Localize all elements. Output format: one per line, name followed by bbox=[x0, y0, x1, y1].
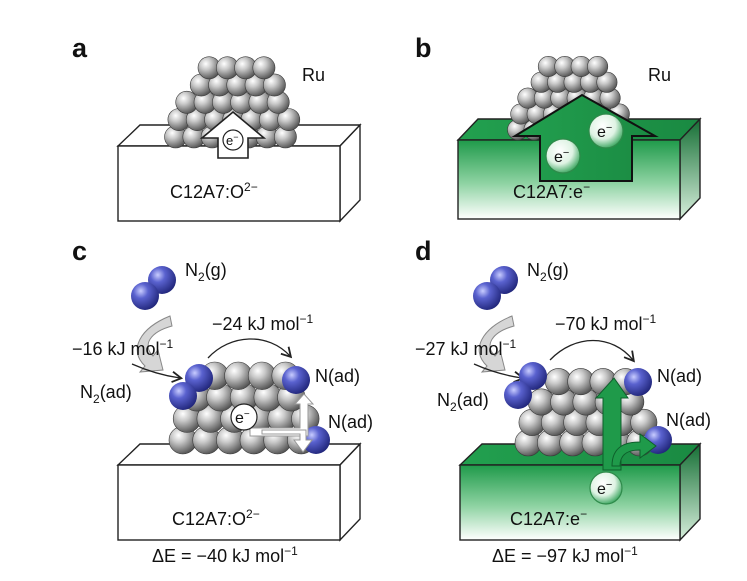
panel-a: a Ru e− C12A7:O2− bbox=[72, 33, 362, 223]
panel-d-gas-label: N2(g) bbox=[527, 260, 569, 284]
svg-text:e−: e− bbox=[226, 132, 239, 148]
panel-d-n2-gas-molecule bbox=[473, 266, 518, 310]
panel-c-dissociation-arrow bbox=[207, 338, 293, 359]
panel-d-ru-cluster bbox=[514, 368, 658, 457]
ru-atom bbox=[262, 73, 286, 97]
panel-d-dissociation-arrow bbox=[549, 340, 635, 363]
panel-d-letter: d bbox=[415, 236, 432, 266]
panel-d-support-label: C12A7:e− bbox=[510, 507, 587, 529]
panel-a-ru-label: Ru bbox=[302, 65, 325, 85]
panel-d-adsorption-pointer bbox=[473, 363, 526, 383]
panel-d-adsorbed-label: N2(ad) bbox=[437, 390, 489, 414]
panel-c-delta-energy: ΔE = −40 kJ mol−1 bbox=[152, 544, 298, 566]
panel-d-n-atom-1-label: N(ad) bbox=[657, 366, 702, 386]
panel-d-dissociation-energy: −70 kJ mol−1 bbox=[555, 312, 657, 334]
panel-d-adsorption-energy: −27 kJ mol−1 bbox=[415, 337, 517, 359]
svg-text:e−: e− bbox=[597, 479, 612, 498]
panel-b-ru-label: Ru bbox=[648, 65, 671, 85]
panel-d-n-atom-1 bbox=[624, 368, 652, 396]
panel-b-electron-2: e− bbox=[588, 113, 624, 149]
panel-d: d N2(g) −27 kJ mol−1 N2(ad) −70 kJ mol−1… bbox=[415, 236, 711, 566]
panel-c-n2-adsorbed-molecule bbox=[169, 364, 213, 410]
panel-b: b Ru e− e− C12A7:e− bbox=[415, 33, 702, 221]
panel-b-support-label: C12A7:e− bbox=[513, 180, 590, 202]
panel-c-electron-transfer: e− bbox=[230, 393, 315, 453]
panel-d-n2-adsorbed-molecule bbox=[504, 362, 547, 409]
panel-c-n-atom-1 bbox=[282, 366, 310, 394]
svg-text:e−: e− bbox=[597, 122, 612, 141]
panel-c-n-atom-2-label: N(ad) bbox=[328, 412, 373, 432]
panel-c-letter: c bbox=[72, 236, 87, 266]
panel-c-support-label: C12A7:O2− bbox=[172, 507, 260, 529]
panel-a-donation-arrow: e− bbox=[199, 110, 267, 159]
svg-text:e−: e− bbox=[235, 409, 250, 427]
panel-a-electron bbox=[222, 129, 244, 151]
panel-c: c N2(g) −16 kJ mol−1 N2(ad) −24 kJ mol−1… bbox=[72, 236, 373, 566]
panel-b-electron-1: e− bbox=[545, 138, 581, 174]
panel-c-dissociation-energy: −24 kJ mol−1 bbox=[212, 312, 314, 334]
panel-c-n-atom-2 bbox=[302, 426, 330, 454]
panel-c-n2-gas-molecule bbox=[131, 266, 176, 310]
panel-a-support-label: C12A7:O2− bbox=[170, 180, 258, 202]
panel-c-adsorption-arrow bbox=[136, 315, 173, 373]
ru-atom bbox=[252, 56, 276, 80]
panel-c-support-block bbox=[116, 442, 362, 542]
svg-text:e−: e− bbox=[554, 147, 569, 166]
ru-atom bbox=[587, 55, 609, 77]
panel-d-electron-transfer: e− bbox=[589, 377, 657, 505]
panel-c-adsorbed-label: N2(ad) bbox=[80, 382, 132, 406]
ru-atom bbox=[277, 108, 301, 132]
panel-c-gas-label: N2(g) bbox=[185, 260, 227, 284]
panel-d-adsorption-arrow bbox=[478, 315, 515, 373]
panel-c-adsorption-pointer bbox=[131, 363, 184, 383]
panel-c-n-atom-1-label: N(ad) bbox=[315, 366, 360, 386]
panel-d-delta-energy: ΔE = −97 kJ mol−1 bbox=[492, 544, 638, 566]
panel-c-adsorption-energy: −16 kJ mol−1 bbox=[72, 337, 174, 359]
panel-b-letter: b bbox=[415, 33, 432, 63]
ru-atom bbox=[596, 71, 618, 93]
panel-a-letter: a bbox=[72, 33, 88, 63]
panel-d-n-atom-2-label: N(ad) bbox=[666, 410, 711, 430]
